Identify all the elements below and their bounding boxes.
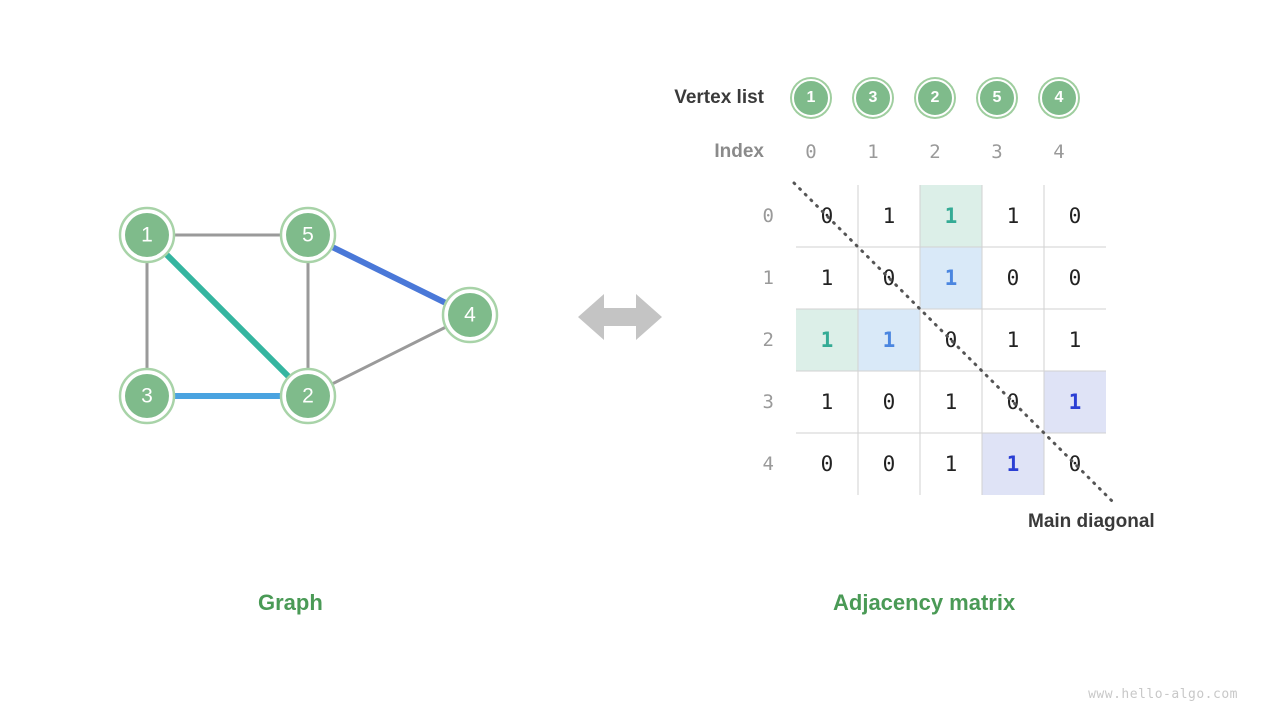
matrix-row-label: 0 <box>762 205 774 227</box>
matrix-cell-3-0[interactable]: 1 <box>820 390 834 414</box>
index-cell: 0 <box>805 141 817 163</box>
graph-node-ring <box>279 206 337 264</box>
graph-node-ring <box>118 206 176 264</box>
vertex-chip-2[interactable]: 2 <box>916 79 954 117</box>
vertex-cell: 1 <box>780 79 842 117</box>
matrix-cell-3-3[interactable]: 0 <box>1006 390 1020 414</box>
matrix-cell-1-3[interactable]: 0 <box>1006 266 1020 290</box>
matrix-cell-4-1[interactable]: 0 <box>882 452 896 476</box>
graph-node-2[interactable]: 2 <box>279 367 337 425</box>
matrix-cell-4-3[interactable]: 1 <box>982 433 1044 495</box>
graph-node-5[interactable]: 5 <box>279 206 337 264</box>
matrix-cell-3-2[interactable]: 1 <box>944 390 958 414</box>
index-cells: 0 1 2 3 4 <box>780 141 1090 163</box>
graph-diagram: 1 5 4 3 2 <box>118 206 499 425</box>
index-row-label: Index <box>714 141 764 162</box>
vertex-chip-1[interactable]: 1 <box>792 79 830 117</box>
matrix-cell-4-2[interactable]: 1 <box>944 452 958 476</box>
vertex-cell: 3 <box>842 79 904 117</box>
vertex-chip-5[interactable]: 5 <box>978 79 1016 117</box>
bidirectional-arrow <box>578 288 662 346</box>
graph-node-fill <box>125 374 169 418</box>
matrix-cell-1-1[interactable]: 0 <box>882 266 896 290</box>
matrix-cell-1-0[interactable]: 1 <box>820 266 834 290</box>
graph-node-1[interactable]: 1 <box>118 206 176 264</box>
vertex-cell: 4 <box>1028 79 1090 117</box>
matrix-cell-3-4[interactable]: 1 <box>1044 371 1106 433</box>
matrix-cell-0-0[interactable]: 0 <box>820 204 834 228</box>
graph-node-fill <box>286 374 330 418</box>
vertex-cell: 5 <box>966 79 1028 117</box>
graph-node-label: 2 <box>302 385 314 408</box>
graph-node-label: 5 <box>302 224 314 247</box>
matrix-cell-4-4[interactable]: 0 <box>1068 452 1082 476</box>
index-row: Index 0 1 2 3 4 <box>640 134 1090 170</box>
matrix-cell-2-1[interactable]: 1 <box>858 309 920 371</box>
graph-nodes-group: 1 5 4 3 2 <box>118 206 499 425</box>
matrix-row-labels: 0 1 2 3 4 <box>720 185 780 495</box>
graph-node-ring <box>441 286 499 344</box>
graph-node-label: 4 <box>464 304 476 327</box>
graph-node-label: 3 <box>141 385 153 408</box>
graph-edge <box>329 243 449 307</box>
matrix-cell-3-1[interactable]: 0 <box>882 390 896 414</box>
graph-node-fill <box>448 293 492 337</box>
watermark: www.hello-algo.com <box>1088 687 1238 702</box>
index-cell: 1 <box>867 141 879 163</box>
matrix-row-label: 3 <box>762 391 774 413</box>
matrix-cell-0-1[interactable]: 1 <box>882 204 896 228</box>
matrix-row-label: 4 <box>762 453 774 475</box>
graph-node-fill <box>125 213 169 257</box>
matrix-cell-2-0[interactable]: 1 <box>796 309 858 371</box>
vertex-chip-3[interactable]: 3 <box>854 79 892 117</box>
graph-node-3[interactable]: 3 <box>118 367 176 425</box>
caption-graph: Graph <box>258 590 323 615</box>
graph-node-fill <box>286 213 330 257</box>
graph-edges-group <box>145 233 449 399</box>
graph-node-4[interactable]: 4 <box>441 286 499 344</box>
index-cell: 2 <box>929 141 941 163</box>
vertex-cell: 2 <box>904 79 966 117</box>
matrix-row-label: 2 <box>762 329 774 351</box>
matrix-cell-1-2[interactable]: 1 <box>920 247 982 309</box>
vertex-chip-4[interactable]: 4 <box>1040 79 1078 117</box>
bidirectional-arrow-icon <box>578 294 662 340</box>
graph-edge <box>330 325 448 386</box>
matrix-cell-1-4[interactable]: 0 <box>1068 266 1082 290</box>
matrix-cell-2-2[interactable]: 0 <box>944 328 958 352</box>
graph-node-ring <box>118 367 176 425</box>
index-cell: 3 <box>991 141 1003 163</box>
vertex-list-label: Vertex list <box>674 87 764 108</box>
graph-panel: 1 5 4 3 2 <box>0 160 560 480</box>
main-diagonal-label: Main diagonal <box>1028 511 1155 532</box>
graph-node-label: 1 <box>141 224 153 247</box>
matrix-cell-0-4[interactable]: 0 <box>1068 204 1082 228</box>
graph-edge <box>163 251 292 380</box>
caption-adjacency-matrix: Adjacency matrix <box>833 590 1016 615</box>
matrix-cell-4-0[interactable]: 0 <box>820 452 834 476</box>
matrix-row-label: 1 <box>762 267 774 289</box>
graph-node-ring <box>279 367 337 425</box>
matrix-cell-0-3[interactable]: 1 <box>1006 204 1020 228</box>
index-cell: 4 <box>1053 141 1065 163</box>
matrix-cell-2-3[interactable]: 1 <box>1006 328 1020 352</box>
matrix-cell-0-2[interactable]: 1 <box>920 185 982 247</box>
matrix-cell-2-4[interactable]: 1 <box>1068 328 1082 352</box>
